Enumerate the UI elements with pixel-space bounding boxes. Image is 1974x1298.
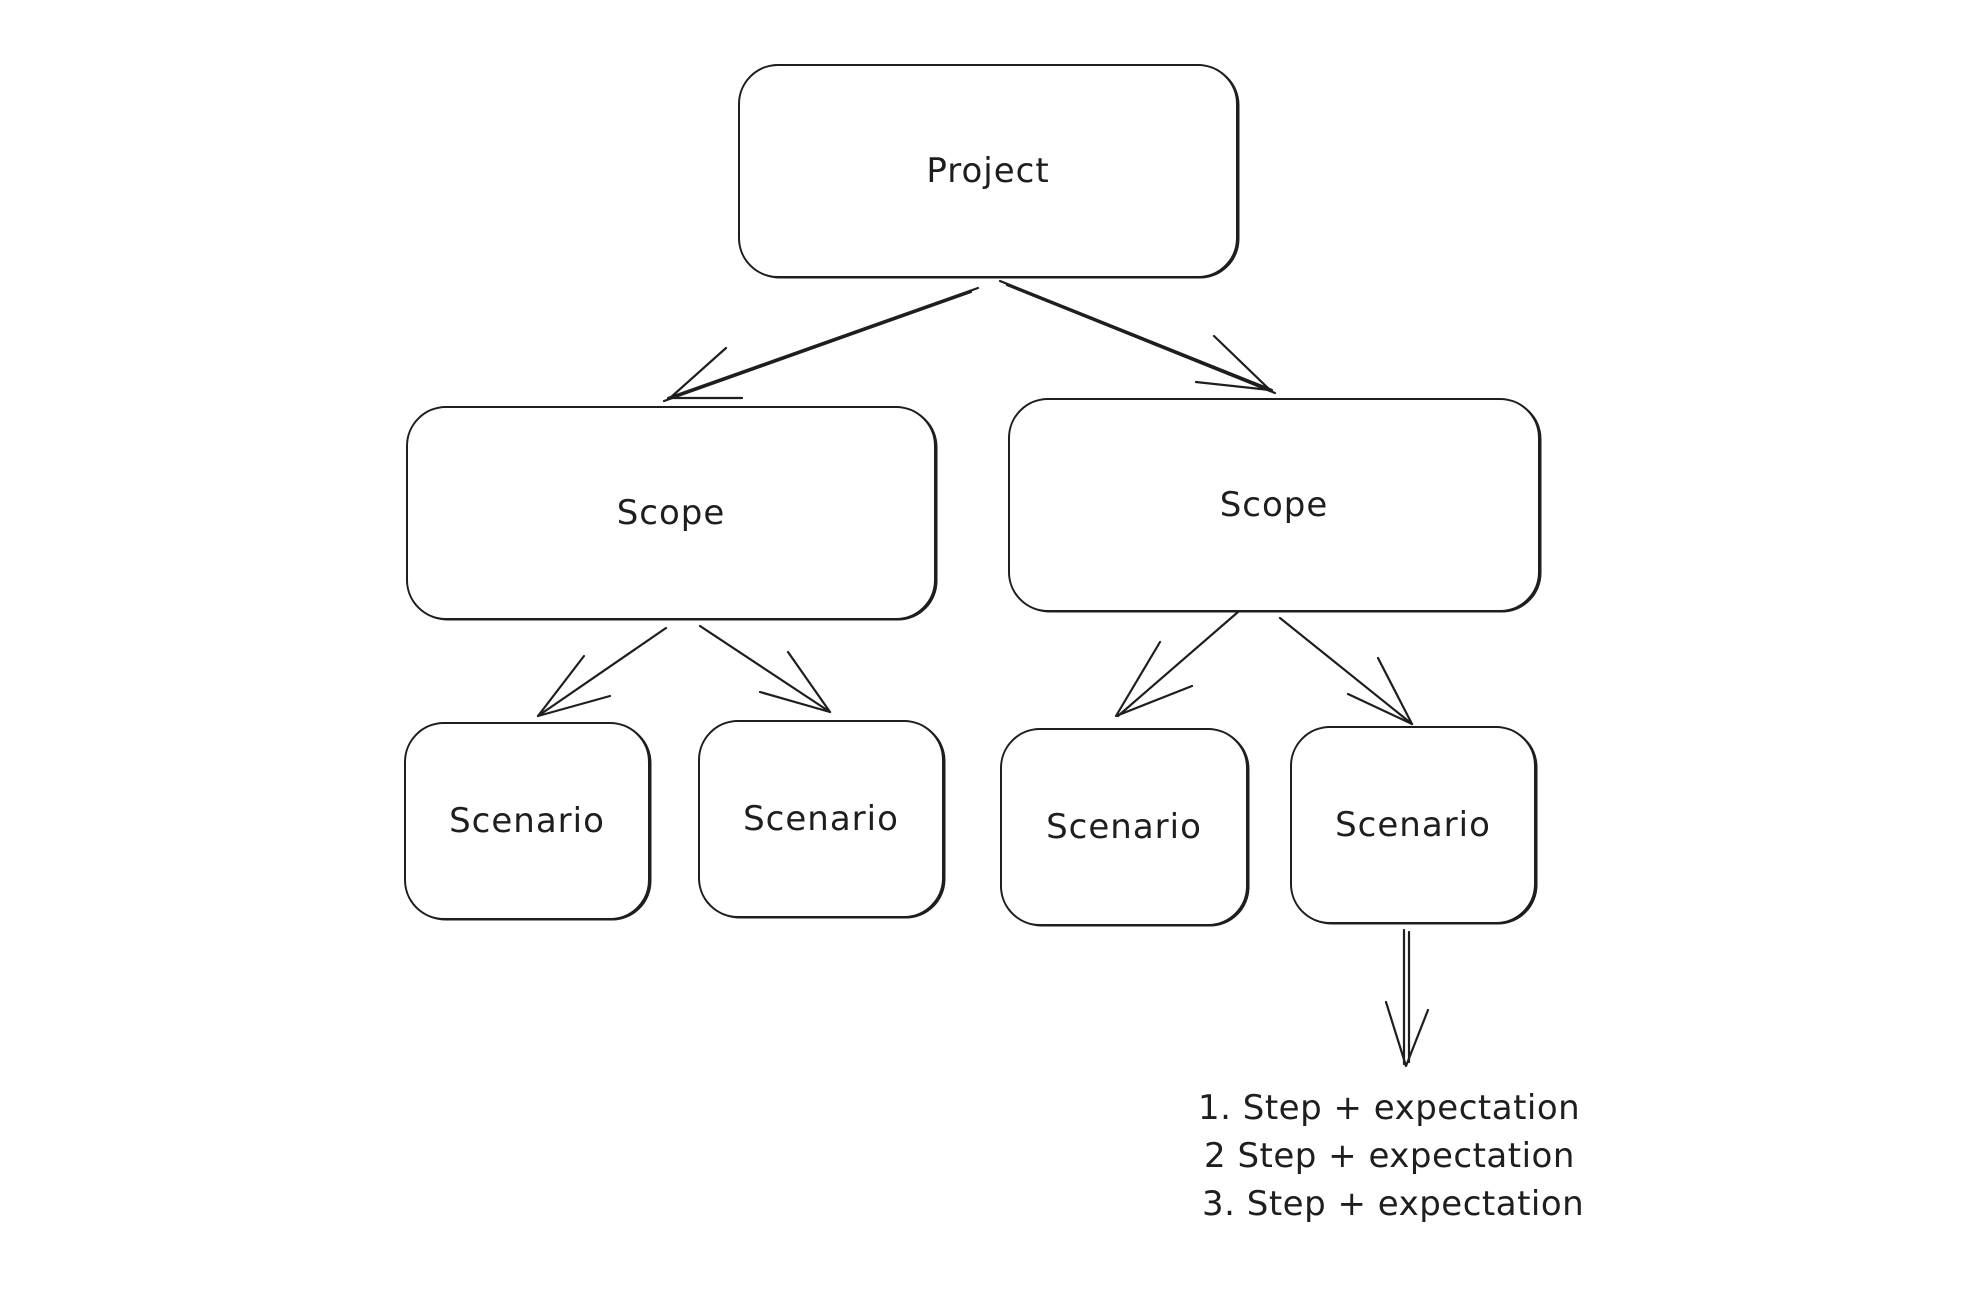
arrow-scope-2-to-scenario-3 [1114, 610, 1240, 718]
scenario-label-2: Scenario [743, 799, 899, 839]
arrow-scope-1-to-scenario-1 [536, 626, 668, 718]
scope-node-2: Scope [1008, 398, 1540, 612]
step-item-2: 2 Step + expectation [1204, 1136, 1575, 1176]
scenario-node-4: Scenario [1290, 726, 1536, 924]
arrow-project-to-scope-1 [662, 286, 980, 403]
scope-label-2: Scope [1219, 485, 1329, 525]
arrow-scope-2-to-scenario-4 [1278, 616, 1414, 726]
scenario-node-1: Scenario [404, 722, 650, 920]
step-item-3: 3. Step + expectation [1202, 1184, 1585, 1224]
steps-list: 1. Step + expectation 2 Step + expectati… [1198, 1084, 1584, 1228]
project-label: Project [926, 151, 1050, 191]
project-node: Project [738, 64, 1238, 278]
scope-node-1: Scope [406, 406, 936, 620]
arrow-scenario-4-to-steps [1384, 928, 1430, 1068]
arrow-scope-1-to-scenario-2 [698, 624, 832, 714]
scenario-label-1: Scenario [449, 801, 605, 841]
arrow-project-to-scope-2 [998, 279, 1277, 395]
scope-label-1: Scope [616, 493, 726, 533]
scenario-label-3: Scenario [1046, 807, 1202, 847]
scenario-label-4: Scenario [1335, 805, 1491, 845]
scenario-node-3: Scenario [1000, 728, 1248, 926]
step-item-1: 1. Step + expectation [1198, 1088, 1581, 1128]
scenario-node-2: Scenario [698, 720, 944, 918]
